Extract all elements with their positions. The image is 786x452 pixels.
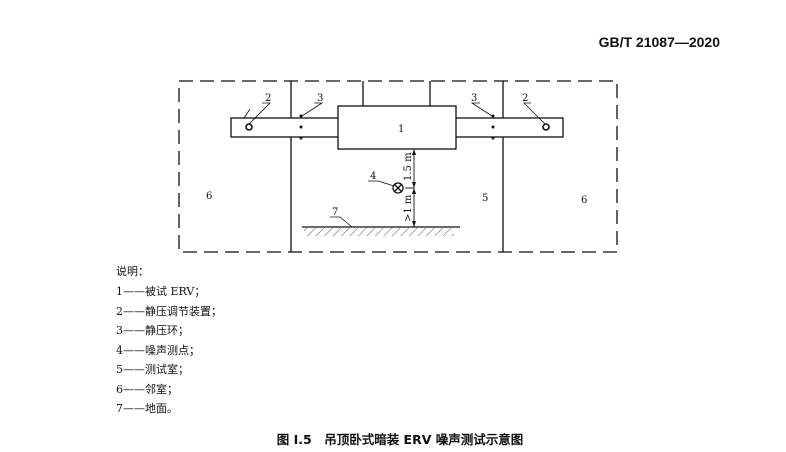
floor-hatch <box>304 228 454 236</box>
standard-number: GB/T 21087—2020 <box>598 34 720 50</box>
label-mic: 4 <box>370 171 376 182</box>
outer-room-boundary <box>178 80 618 253</box>
legend-item: 3——静压环； <box>116 324 189 337</box>
label-adjacent-right: 6 <box>581 195 587 206</box>
label-test-room: 5 <box>482 193 488 204</box>
legend-item: 4——噪声测点； <box>116 344 200 357</box>
legend-item: 1——被试 ERV； <box>116 285 206 298</box>
figure-caption: 图 I.5 吊顶卧式暗装 ERV 噪声测试示意图 <box>276 432 524 447</box>
legend-title: 说明： <box>116 265 149 278</box>
label-ring-right: 3 <box>471 93 477 104</box>
legend-item: 7——地面。 <box>116 402 178 415</box>
legend-item: 5——测试室； <box>116 363 189 376</box>
dimension-upper: 1.5 m <box>403 152 414 181</box>
label-damper-right: 2 <box>522 93 528 104</box>
legend-item: 6——邻室； <box>116 383 178 396</box>
dimension-lower: >1 m <box>403 194 414 222</box>
legend-item: 2——静压调节装置； <box>116 305 222 318</box>
label-unit: 1 <box>398 124 404 135</box>
label-adjacent-left: 6 <box>206 191 212 202</box>
noise-measuring-point-icon <box>392 182 404 194</box>
label-floor: 7 <box>332 207 338 218</box>
erv-unit <box>337 105 457 150</box>
label-ring-left: 3 <box>317 93 323 104</box>
label-damper-left: 2 <box>265 93 271 104</box>
